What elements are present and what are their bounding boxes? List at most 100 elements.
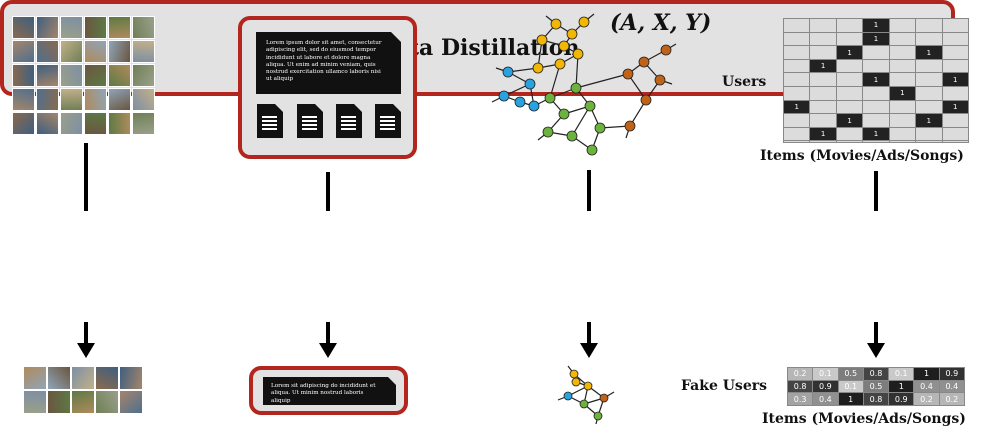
matrix-cell: [782, 31, 811, 47]
matrix-cell: 0.1: [837, 379, 864, 394]
image-thumbnail: [84, 112, 107, 135]
image-thumbnail: [108, 112, 131, 135]
matrix-cell: 1: [862, 18, 890, 33]
file-icon: [297, 104, 323, 138]
matrix-cell: 1: [913, 367, 940, 381]
matrix-cell: [862, 58, 890, 74]
matrix-cell: 1: [809, 58, 837, 74]
matrix-cell: [835, 31, 864, 47]
matrix-cell: [782, 72, 811, 88]
matrix-cell: [835, 99, 864, 115]
image-thumbnail: [36, 112, 59, 135]
graph-node: [638, 56, 650, 68]
image-thumbnail: [71, 366, 95, 390]
matrix-cell: [835, 86, 864, 101]
matrix-cell: 0.4: [938, 379, 966, 394]
matrix-cell: [888, 140, 917, 143]
graph-node: [579, 399, 589, 409]
matrix-cell: 0.2: [938, 392, 966, 406]
matrix-cell: [835, 58, 864, 74]
items-label: Items (Movies/Ads/Songs): [760, 148, 964, 164]
matrix-cell: [782, 86, 811, 101]
matrix-cell: 0.2: [913, 392, 940, 406]
matrix-cell: [809, 45, 837, 60]
graph-node: [594, 122, 606, 134]
matrix-cell: 0.9: [812, 379, 839, 394]
matrix-cell: 1: [782, 99, 811, 115]
graph-edge: [575, 73, 629, 89]
arrow-down-icon: [319, 343, 337, 358]
arrow-stem: [587, 322, 591, 346]
matrix-row: 1: [782, 31, 970, 47]
image-thumbnail: [47, 366, 71, 390]
connector-line: [84, 143, 88, 211]
graph-node: [566, 130, 578, 142]
graph-node: [584, 100, 596, 112]
graph-node: [599, 393, 609, 403]
matrix-cell: [915, 72, 943, 88]
matrix-row: 1: [782, 58, 970, 74]
distilled-text-document: Lorem sit adipiscing do incididunt et al…: [263, 377, 396, 405]
matrix-cell: [809, 31, 837, 47]
matrix-row: 1: [782, 86, 970, 101]
graph-node: [563, 391, 573, 401]
graph-node: [528, 100, 540, 112]
connector-line: [326, 172, 330, 211]
matrix-cell: [862, 86, 890, 101]
matrix-cell: [862, 113, 890, 128]
matrix-cell: [941, 58, 970, 74]
matrix-cell: [862, 45, 890, 60]
image-thumbnail: [12, 88, 35, 111]
matrix-cell: [941, 45, 970, 60]
graph-node: [569, 369, 579, 379]
text-document: Lorem ipsum dolor sit amet, consectetur …: [256, 32, 401, 94]
matrix-cell: [809, 86, 837, 101]
items-label-bottom: Items (Movies/Ads/Songs): [762, 411, 966, 427]
matrix-cell: 0.9: [938, 367, 966, 381]
matrix-cell: 0.4: [812, 392, 839, 406]
graph-node: [558, 40, 570, 52]
distilled-graph: [557, 365, 615, 425]
image-thumbnail: [132, 16, 155, 39]
matrix-cell: [941, 18, 970, 33]
matrix-cell: [915, 18, 943, 33]
matrix-cell: [782, 45, 811, 60]
matrix-cell: 1: [915, 45, 943, 60]
image-thumbnail: [36, 40, 59, 63]
matrix-cell: 1: [915, 113, 943, 128]
matrix-cell: [809, 72, 837, 88]
image-thumbnail: [12, 40, 35, 63]
matrix-cell: 1: [837, 392, 864, 406]
image-thumbnail: [108, 64, 131, 87]
matrix-cell: [835, 18, 864, 33]
matrix-cell: [888, 58, 917, 74]
matrix-cell: [888, 126, 917, 142]
image-thumbnail: [47, 390, 71, 414]
text-document-body: Lorem ipsum dolor sit amet, consectetur …: [266, 40, 382, 83]
matrix-cell: [809, 113, 837, 128]
matrix-cell: 1: [809, 126, 837, 142]
matrix-cell: 0.1: [812, 367, 839, 381]
matrix-cell: [782, 18, 811, 33]
graph-node: [654, 74, 666, 86]
matrix-cell: [809, 140, 837, 143]
matrix-cell: [915, 126, 943, 142]
matrix-cell: [915, 99, 943, 115]
file-icon: [336, 104, 362, 138]
graph-node: [514, 96, 526, 108]
image-thumbnail: [36, 64, 59, 87]
graph-label: (A, X, Y): [610, 10, 712, 36]
image-thumbnail: [132, 64, 155, 87]
image-thumbnail: [132, 40, 155, 63]
image-thumbnail: [23, 390, 47, 414]
graph-node: [502, 66, 514, 78]
graph-node: [554, 58, 566, 70]
matrix-cell: 0.5: [837, 367, 864, 381]
matrix-cell: 0.5: [862, 379, 890, 394]
graph-node: [558, 108, 570, 120]
